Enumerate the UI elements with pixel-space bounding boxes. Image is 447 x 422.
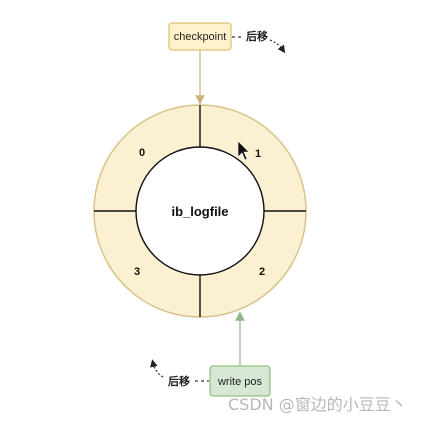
segment-label-1: 1 <box>255 148 261 160</box>
checkpoint-move-label: 后移 <box>246 29 268 43</box>
write-pos-move-arrow-icon <box>150 359 164 378</box>
ring-inner <box>135 146 265 276</box>
checkpoint-label: checkpoint <box>174 31 227 43</box>
segment-label-0: 0 <box>139 147 145 159</box>
center-label: ib_logfile <box>171 204 228 219</box>
watermark: CSDN @窗边的小豆豆丶 <box>228 395 407 414</box>
segment-label-2: 2 <box>259 266 265 278</box>
checkpoint-move-arrow-icon <box>269 39 286 54</box>
write-pos-label: write pos <box>217 376 263 388</box>
mouse-cursor-icon <box>237 140 250 161</box>
segment-label-3: 3 <box>134 266 140 278</box>
write-pos-move-label: 后移 <box>168 374 190 388</box>
